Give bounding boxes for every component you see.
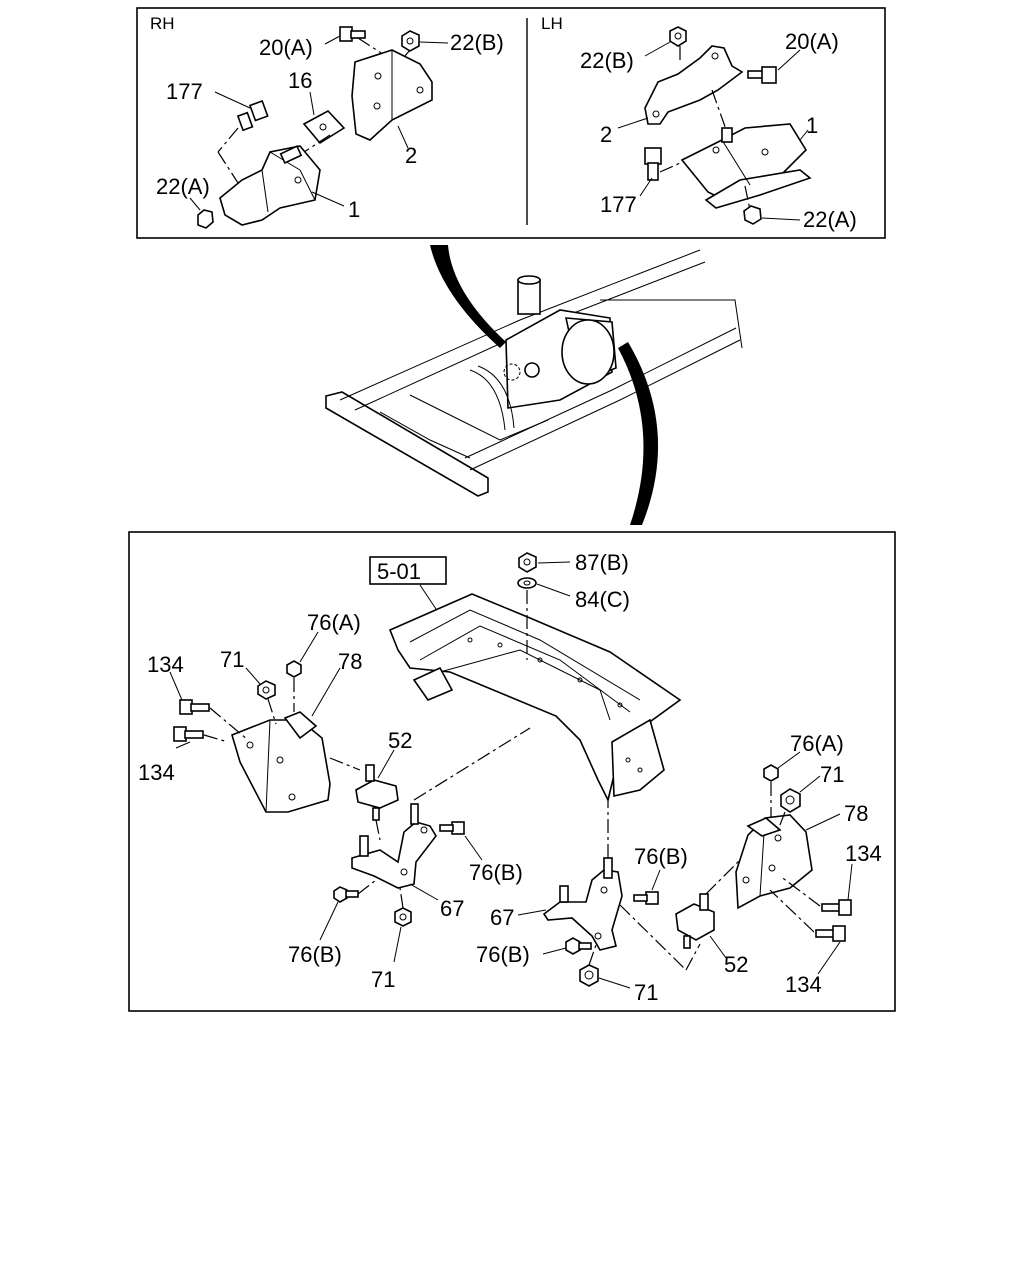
front-bumper	[325, 391, 489, 497]
exhaust-pipe	[469, 369, 506, 431]
bracket-67-right	[542, 857, 623, 951]
callout-rh-20a: 20(A)	[259, 35, 313, 60]
callout-lh-177: 177	[600, 192, 637, 217]
callout-78-right: 78	[844, 801, 868, 826]
callout-134-left-2: 134	[138, 760, 175, 785]
bolt-76b-left-1	[439, 821, 465, 835]
mount-1-rh	[219, 145, 321, 226]
callout-71-left-2: 71	[371, 967, 395, 992]
callout-76b-right-1: 76(B)	[634, 844, 688, 869]
ref-box-5-01: 5-01	[377, 559, 421, 584]
callout-67-left: 67	[440, 896, 464, 921]
nut-71-right-bottom	[579, 964, 599, 987]
callout-rh-1: 1	[348, 197, 360, 222]
lh-label: LH	[541, 14, 563, 33]
callout-lh-22a: 22(A)	[803, 207, 857, 232]
callout-71-right-2: 71	[634, 980, 658, 1005]
nut-22b-rh	[401, 30, 420, 52]
callout-rh-177: 177	[166, 79, 203, 104]
bracket-2-lh	[644, 45, 744, 125]
chassis-illustration	[325, 245, 743, 525]
bolt-134-right-2	[815, 925, 846, 942]
callout-87b: 87(B)	[575, 550, 629, 575]
bolt-20a-lh	[747, 66, 777, 84]
shim-16-rh	[302, 110, 346, 145]
callout-lh-2: 2	[600, 122, 612, 147]
bolt-76a-left	[286, 660, 302, 678]
top-panel-frame	[136, 7, 886, 239]
bolt-177-lh	[644, 147, 662, 181]
lh-leaders	[617, 41, 809, 221]
bolt-134-left-2	[173, 726, 204, 742]
washer-84c	[517, 577, 537, 589]
bolt-20a-rh	[339, 26, 366, 42]
frame-rail-left	[339, 249, 701, 401]
callout-134-right-1: 134	[845, 841, 882, 866]
bolt-177-rh	[236, 100, 269, 132]
callout-78-left: 78	[338, 649, 362, 674]
bracket-78-left	[231, 711, 331, 813]
bottom-panel: 5-01	[128, 531, 896, 1012]
rh-leaders	[189, 35, 449, 211]
bracket-78-right	[735, 814, 813, 910]
bracket-2-rh	[351, 49, 433, 141]
crossmember	[388, 593, 682, 803]
bottom-panel-frame	[128, 531, 896, 1012]
callout-76a-left: 76(A)	[307, 610, 361, 635]
callout-lh-20a: 20(A)	[785, 29, 839, 54]
ref-box-frame	[369, 556, 447, 585]
bolt-76b-right-1	[633, 891, 659, 905]
bolt-134-right-1	[821, 899, 852, 916]
bolt-76b-right-2	[565, 937, 592, 955]
nut-71-right-top	[780, 788, 801, 813]
callout-rh-22a: 22(A)	[156, 174, 210, 199]
rh-mount-assembly	[197, 26, 433, 229]
nut-22a-lh	[743, 205, 762, 225]
callout-134-right-2: 134	[785, 972, 822, 997]
pointer-arc-rh	[430, 245, 506, 348]
frame-rail-right	[469, 339, 741, 471]
front-crossmember	[379, 411, 471, 459]
callout-71-right-1: 71	[820, 762, 844, 787]
callout-134-left-1: 134	[147, 652, 184, 677]
nut-22a-rh	[197, 209, 214, 229]
engine-block	[503, 275, 617, 409]
callout-84c: 84(C)	[575, 587, 630, 612]
nut-87b	[518, 552, 537, 573]
callout-rh-16: 16	[288, 68, 312, 93]
callout-lh-22b: 22(B)	[580, 48, 634, 73]
nut-22b-lh	[669, 26, 687, 47]
mount-1-lh	[680, 123, 812, 209]
pointer-arc-lh	[618, 342, 659, 525]
bottom-leaders	[169, 631, 853, 975]
rear-crossmember	[600, 299, 743, 349]
frame-rail-right-inner	[464, 327, 737, 459]
callout-76b-left-1: 76(B)	[469, 860, 523, 885]
callout-76b-right-2: 76(B)	[476, 942, 530, 967]
insulator-52-right	[675, 893, 715, 949]
callout-76a-right: 76(A)	[790, 731, 844, 756]
rh-label: RH	[150, 14, 175, 33]
callout-76b-left-2: 76(B)	[288, 942, 342, 967]
top-panel: RH LH	[136, 7, 886, 239]
callout-52-left: 52	[388, 728, 412, 753]
nut-71-left-top	[257, 680, 276, 700]
nut-71-left-bottom	[394, 907, 412, 927]
callout-67-right: 67	[490, 905, 514, 930]
callout-rh-22b: 22(B)	[450, 30, 504, 55]
callout-lh-1: 1	[806, 113, 818, 138]
callout-71-left-1: 71	[220, 647, 244, 672]
bracket-67-left	[351, 803, 437, 889]
bolt-76b-left-2	[333, 886, 359, 903]
bolt-76a-right	[763, 764, 779, 782]
insulator-52-left	[355, 764, 399, 821]
bolt-134-left-1	[179, 699, 210, 715]
callout-52-right: 52	[724, 952, 748, 977]
callout-rh-2: 2	[405, 143, 417, 168]
mid-crossmember	[409, 394, 549, 441]
lh-mount-assembly	[644, 26, 812, 225]
